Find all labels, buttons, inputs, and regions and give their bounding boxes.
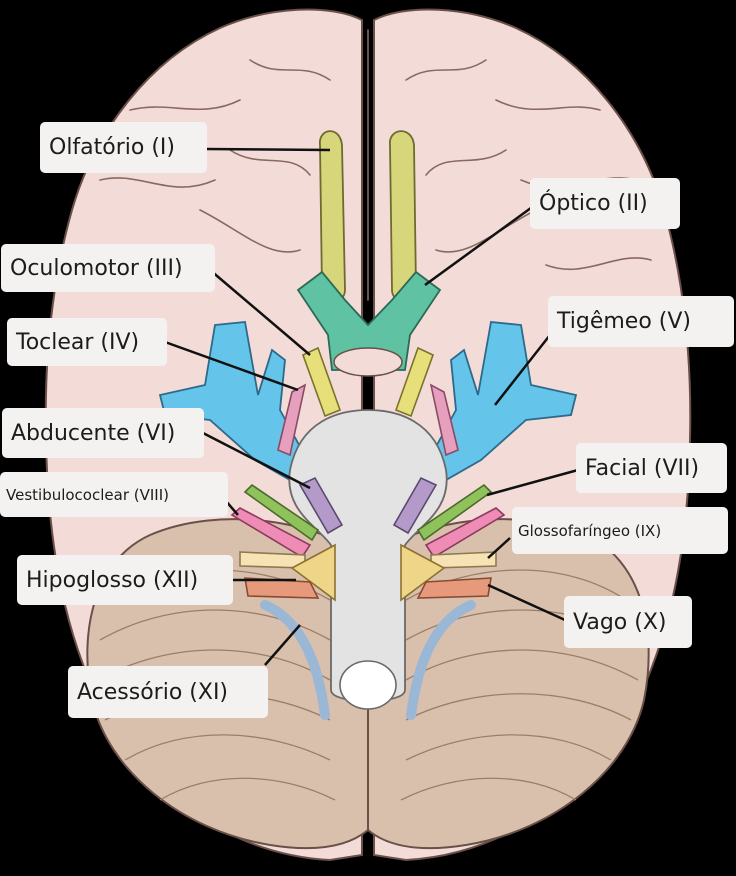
label-optico: Óptico (II) <box>530 178 680 229</box>
medulla-section <box>339 660 397 710</box>
label-glossofaringeo: Glossofaríngeo (IX) <box>512 507 728 554</box>
leader-lines <box>164 147 579 666</box>
leader-optico <box>424 203 536 287</box>
leader-acessorio <box>264 624 301 666</box>
brainstem <box>288 409 448 703</box>
optic-chiasm <box>296 270 442 371</box>
leader-oculomotor <box>209 269 311 356</box>
label-troclear: Toclear (IV) <box>7 318 167 366</box>
abducens-left <box>298 476 344 535</box>
label-vago: Vago (X) <box>564 596 692 648</box>
hypoglossal-left <box>290 543 336 602</box>
trochlear-left <box>277 383 307 457</box>
accessory-nerves <box>260 600 476 720</box>
facial-right <box>416 483 493 542</box>
label-hipoglosso: Hipoglosso (XII) <box>17 555 233 605</box>
leader-troclear <box>164 340 299 392</box>
facial-nerves <box>243 483 493 542</box>
hypoglossal-right <box>400 543 446 602</box>
infundibulum <box>333 347 403 377</box>
glossopharyngeal-nerves <box>239 551 497 569</box>
oculomotor-left <box>301 346 342 418</box>
leader-glossofaringeo <box>487 537 511 559</box>
leader-facial <box>486 468 579 497</box>
label-oculomotor: Oculomotor (III) <box>1 244 215 292</box>
vestibulocochlear-nerves <box>230 507 506 559</box>
leader-trigemeo <box>494 334 551 406</box>
label-facial: Facial (VII) <box>576 443 727 493</box>
vagus-nerves <box>244 577 492 599</box>
facial-left <box>243 483 320 542</box>
oculomotor-nerves <box>301 346 435 418</box>
label-acessorio: Acessório (XI) <box>68 666 268 718</box>
oculomotor-right <box>394 346 435 418</box>
label-olfatorio: Olfatório (I) <box>40 122 207 173</box>
trochlear-nerves <box>277 383 459 457</box>
label-vestibulococlear: Vestibulococlear (VIII) <box>0 472 228 517</box>
vestibulocochlear-right <box>424 507 506 559</box>
leader-olfatorio <box>205 147 331 152</box>
abducens-nerves <box>298 476 438 535</box>
vagus-right <box>416 577 492 599</box>
leader-abducente <box>202 431 311 490</box>
olfactory-nerves <box>319 130 417 303</box>
label-trigemeo: Tigêmeo (V) <box>548 296 734 347</box>
label-abducente: Abducente (VI) <box>2 408 204 458</box>
abducens-right <box>392 476 438 535</box>
trochlear-right <box>429 383 459 457</box>
leader-vago <box>487 583 566 622</box>
vestibulocochlear-left <box>230 507 312 559</box>
hypoglossal-nerves <box>290 543 446 602</box>
accessory-left <box>260 600 330 720</box>
accessory-right <box>406 600 476 720</box>
